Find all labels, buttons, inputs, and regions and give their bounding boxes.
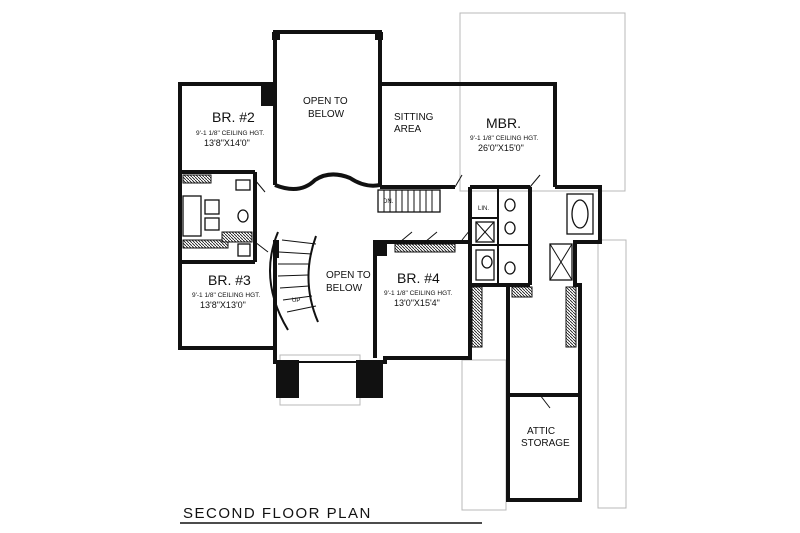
svg-text:9'-1 1/8" CEILING HGT.: 9'-1 1/8" CEILING HGT. bbox=[192, 292, 260, 299]
interior-walls bbox=[180, 84, 580, 397]
svg-text:ATTIC: ATTIC bbox=[527, 426, 555, 437]
closets bbox=[182, 174, 577, 348]
room-open-to-below-top: OPEN TO BELOW bbox=[303, 96, 348, 120]
svg-text:9'-1 1/8" CEILING HGT.: 9'-1 1/8" CEILING HGT. bbox=[470, 135, 538, 142]
doors bbox=[254, 174, 551, 409]
room-br3: BR. #3 9'-1 1/8" CEILING HGT. 13'8"X13'0… bbox=[192, 272, 260, 310]
stair-up-label: UP bbox=[292, 298, 300, 304]
svg-text:OPEN TO: OPEN TO bbox=[303, 96, 348, 107]
stair-down bbox=[377, 189, 441, 213]
svg-text:13'8"X14'0": 13'8"X14'0" bbox=[204, 138, 250, 148]
svg-text:BELOW: BELOW bbox=[308, 109, 345, 120]
room-mbr: MBR. 9'-1 1/8" CEILING HGT. 26'0"X15'0" bbox=[470, 115, 538, 153]
structural-columns bbox=[261, 32, 387, 398]
bath-fixtures bbox=[182, 179, 594, 281]
svg-text:BR. #4: BR. #4 bbox=[397, 270, 440, 286]
svg-text:STORAGE: STORAGE bbox=[521, 438, 570, 449]
room-br4: BR. #4 9'-1 1/8" CEILING HGT. 13'0"X15'4… bbox=[384, 270, 452, 308]
plan-title: SECOND FLOOR PLAN bbox=[183, 505, 372, 522]
svg-text:OPEN TO: OPEN TO bbox=[326, 270, 371, 281]
room-sitting-area: SITTING AREA bbox=[394, 112, 434, 135]
svg-text:BR. #2: BR. #2 bbox=[212, 109, 255, 125]
svg-text:26'0"X15'0": 26'0"X15'0" bbox=[478, 143, 524, 153]
stair-down-label: DN. bbox=[383, 199, 394, 205]
svg-text:SITTING: SITTING bbox=[394, 112, 434, 123]
room-attic-storage: ATTIC STORAGE bbox=[521, 426, 570, 449]
svg-text:MBR.: MBR. bbox=[486, 115, 521, 131]
linen-label: LIN. bbox=[478, 206, 489, 212]
svg-text:13'8"X13'0": 13'8"X13'0" bbox=[200, 300, 246, 310]
curved-staircase bbox=[269, 231, 319, 331]
plan-title-block: SECOND FLOOR PLAN bbox=[180, 505, 482, 524]
svg-text:9'-1 1/8" CEILING HGT.: 9'-1 1/8" CEILING HGT. bbox=[384, 290, 452, 297]
svg-text:AREA: AREA bbox=[394, 124, 422, 135]
svg-text:BR. #3: BR. #3 bbox=[208, 272, 251, 288]
room-br2: BR. #2 9'-1 1/8" CEILING HGT. 13'8"X14'0… bbox=[196, 109, 264, 148]
svg-text:BELOW: BELOW bbox=[326, 283, 363, 294]
svg-text:13'0"X15'4": 13'0"X15'4" bbox=[394, 298, 440, 308]
svg-text:9'-1 1/8" CEILING HGT.: 9'-1 1/8" CEILING HGT. bbox=[196, 130, 264, 137]
room-open-to-below-mid: OPEN TO BELOW bbox=[326, 270, 371, 294]
